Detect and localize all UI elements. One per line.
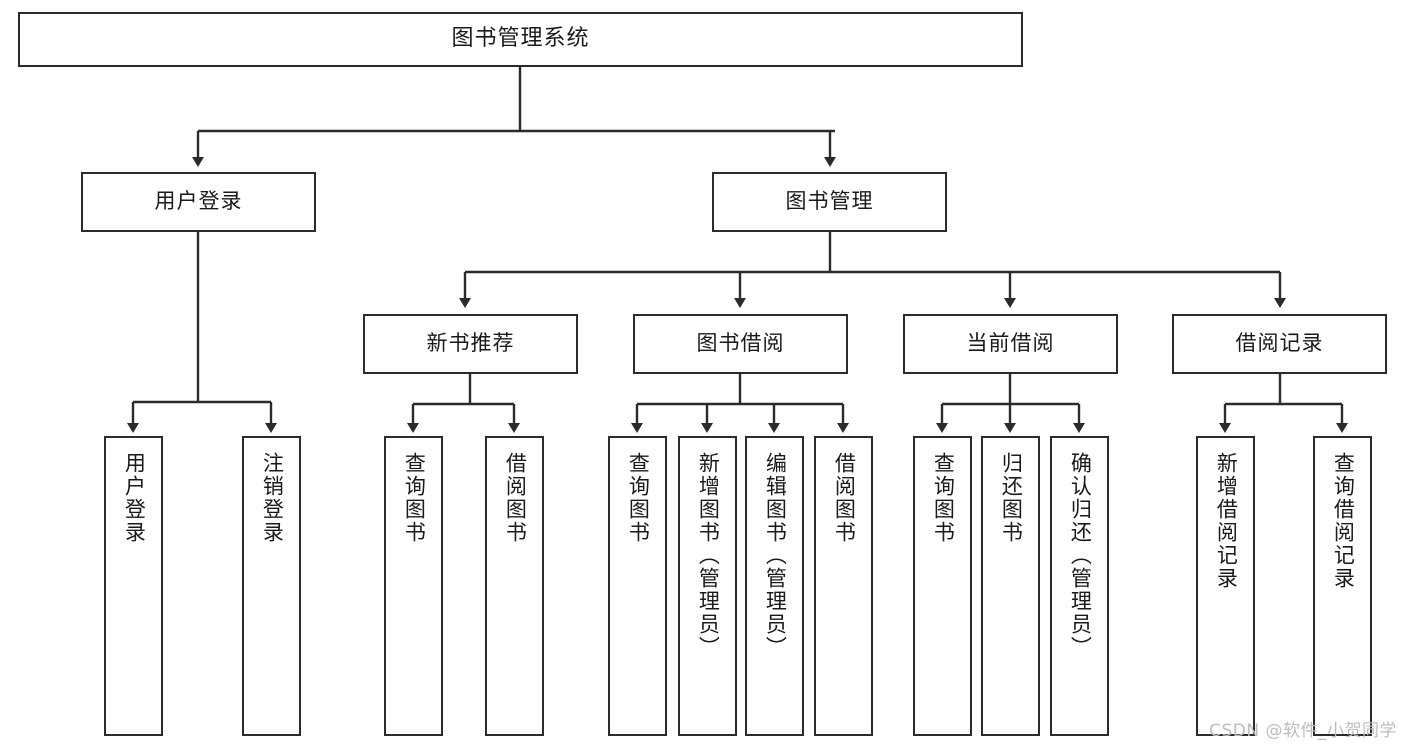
node-label: 新增图书（管理员） — [696, 452, 721, 659]
leaf-edit-book-admin[interactable]: 编辑图书（管理员） — [745, 436, 804, 736]
node-root-book-management-system[interactable]: 图书管理系统 — [18, 12, 1023, 67]
node-book-borrow[interactable]: 图书借阅 — [633, 314, 848, 374]
leaf-logout-login[interactable]: 注销登录 — [242, 436, 301, 736]
leaf-query-book-recommend[interactable]: 查询图书 — [384, 436, 443, 736]
node-label: 注销登录 — [260, 452, 285, 544]
node-label: 借阅图书 — [832, 452, 857, 544]
node-label: 确认归还（管理员） — [1068, 452, 1093, 659]
node-label: 查询图书 — [626, 452, 651, 544]
leaf-add-borrow-record[interactable]: 新增借阅记录 — [1196, 436, 1255, 736]
node-label: 借阅图书 — [503, 452, 528, 544]
node-new-book-recommend[interactable]: 新书推荐 — [363, 314, 578, 374]
leaf-add-book-admin[interactable]: 新增图书（管理员） — [678, 436, 737, 736]
node-label: 查询图书 — [402, 452, 427, 544]
leaf-query-borrow-record[interactable]: 查询借阅记录 — [1313, 436, 1372, 736]
node-current-borrow[interactable]: 当前借阅 — [903, 314, 1118, 374]
node-book-management[interactable]: 图书管理 — [712, 172, 947, 232]
node-label: 归还图书 — [999, 452, 1024, 544]
node-label: 当前借阅 — [966, 331, 1055, 356]
node-label: 用户登录 — [122, 452, 147, 544]
node-user-login[interactable]: 用户登录 — [81, 172, 316, 232]
leaf-user-login[interactable]: 用户登录 — [104, 436, 163, 736]
node-label: 查询图书 — [931, 452, 956, 544]
node-borrow-record[interactable]: 借阅记录 — [1172, 314, 1387, 374]
leaf-return-book[interactable]: 归还图书 — [981, 436, 1040, 736]
node-label: 图书借阅 — [696, 331, 785, 356]
node-label: 图书管理 — [785, 189, 874, 214]
node-label: 编辑图书（管理员） — [763, 452, 788, 659]
node-label: 新增借阅记录 — [1214, 452, 1239, 590]
node-label: 用户登录 — [154, 189, 243, 214]
leaf-borrow-book-recommend[interactable]: 借阅图书 — [485, 436, 544, 736]
node-label: 新书推荐 — [426, 331, 515, 356]
node-label: 查询借阅记录 — [1331, 452, 1356, 590]
node-label: 图书管理系统 — [451, 26, 590, 52]
leaf-query-book-current[interactable]: 查询图书 — [913, 436, 972, 736]
node-label: 借阅记录 — [1235, 331, 1324, 356]
leaf-query-book-borrow[interactable]: 查询图书 — [608, 436, 667, 736]
leaf-confirm-return-admin[interactable]: 确认归还（管理员） — [1050, 436, 1109, 736]
leaf-borrow-book[interactable]: 借阅图书 — [814, 436, 873, 736]
watermark-text: CSDN @软件_小贺同学 — [1209, 721, 1397, 741]
